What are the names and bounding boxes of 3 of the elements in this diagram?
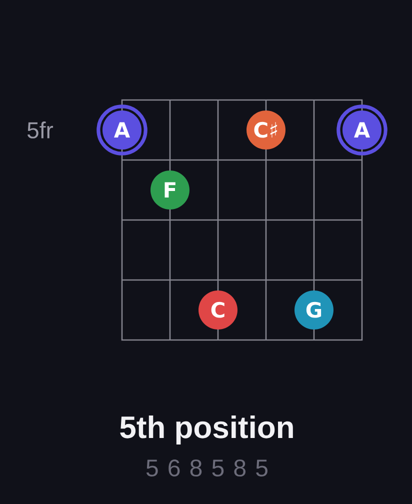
- fret-label: 5fr: [28, 122, 54, 138]
- fret-numbers: 5 6 8 5 8 5: [146, 460, 268, 476]
- position-title: 5th position: [120, 416, 293, 444]
